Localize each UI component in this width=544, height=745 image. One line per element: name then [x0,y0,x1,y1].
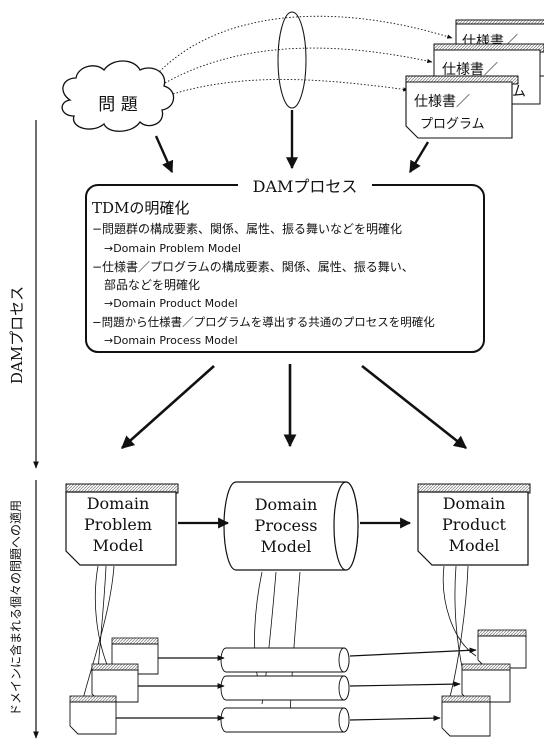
process-model-line2: Process [255,516,318,535]
spec-doc-stack: 仕様書／ 仕様書／ ム 仕様書／ プログラム [405,19,544,139]
process-box-heading: TDMの明確化 [92,199,189,217]
process-line-5: →Domain Product Model [104,297,238,310]
axis-label-dam-process: DAMプロセス [8,286,26,384]
cloud-label: 問 題 [98,95,137,115]
spec-doc-front: 仕様書／ プログラム [405,75,519,139]
process-line-3: −仕様書／プログラムの構成要素、関係、属性、振る舞い、 [92,260,414,274]
process-line-2: →Domain Problem Model [104,242,241,255]
process-line-4: 部品などを明確化 [104,277,200,292]
process-title-bg [238,176,372,194]
product-model-line3: Model [449,536,500,555]
instance-cylinder-1 [220,647,350,673]
spec-doc-front-line2: プログラム [420,117,485,132]
arrows-to-models [121,364,468,450]
instance-cylinder-3 [220,707,350,733]
cloud-shape [61,60,175,132]
instance-cylinder-2 [220,675,350,701]
process-box-title: DAMプロセス [253,177,358,196]
process-model-line1: Domain [255,495,318,514]
problem-model-line3: Model [93,536,144,555]
dam-process-box: DAMプロセス TDMの明確化 −問題群の構成要素、関係、属性、振る舞いなどを明… [85,176,485,353]
domain-problem-model: Domain Problem Model [65,483,179,566]
process-line-6: −問題から仕様書／プログラムを導出する共通のプロセスを明確化 [92,315,435,329]
domain-process-model: Domain Process Model [223,481,359,571]
axis-label-application: ドメインに含まれる個々の問題への適用 [8,500,23,716]
problem-cloud: 問 題 [61,60,175,132]
arrows-into-process [154,110,430,174]
instance-row-2 [91,663,511,703]
domain-product-model: Domain Product Model [417,483,531,566]
top-flow-lines [149,15,453,103]
spec-doc-middle-text-2: ム [512,84,526,100]
left-axis: DAMプロセス ドメインに含まれる個々の問題への適用 [8,120,39,739]
instance-row-3 [69,695,491,737]
product-model-line1: Domain [443,494,506,513]
process-model-line3: Model [261,537,312,556]
product-model-line2: Product [442,515,507,534]
problem-model-line1: Domain [87,494,150,513]
spec-doc-front-line1: 仕様書／ [414,94,470,110]
problem-model-line2: Problem [84,515,152,534]
spec-doc-middle-text: 仕様書／ [442,62,498,78]
top-process-ring [277,11,307,109]
process-line-1: −問題群の構成要素、関係、属性、振る舞いなどを明確化 [92,221,402,236]
process-line-7: →Domain Process Model [104,334,238,347]
